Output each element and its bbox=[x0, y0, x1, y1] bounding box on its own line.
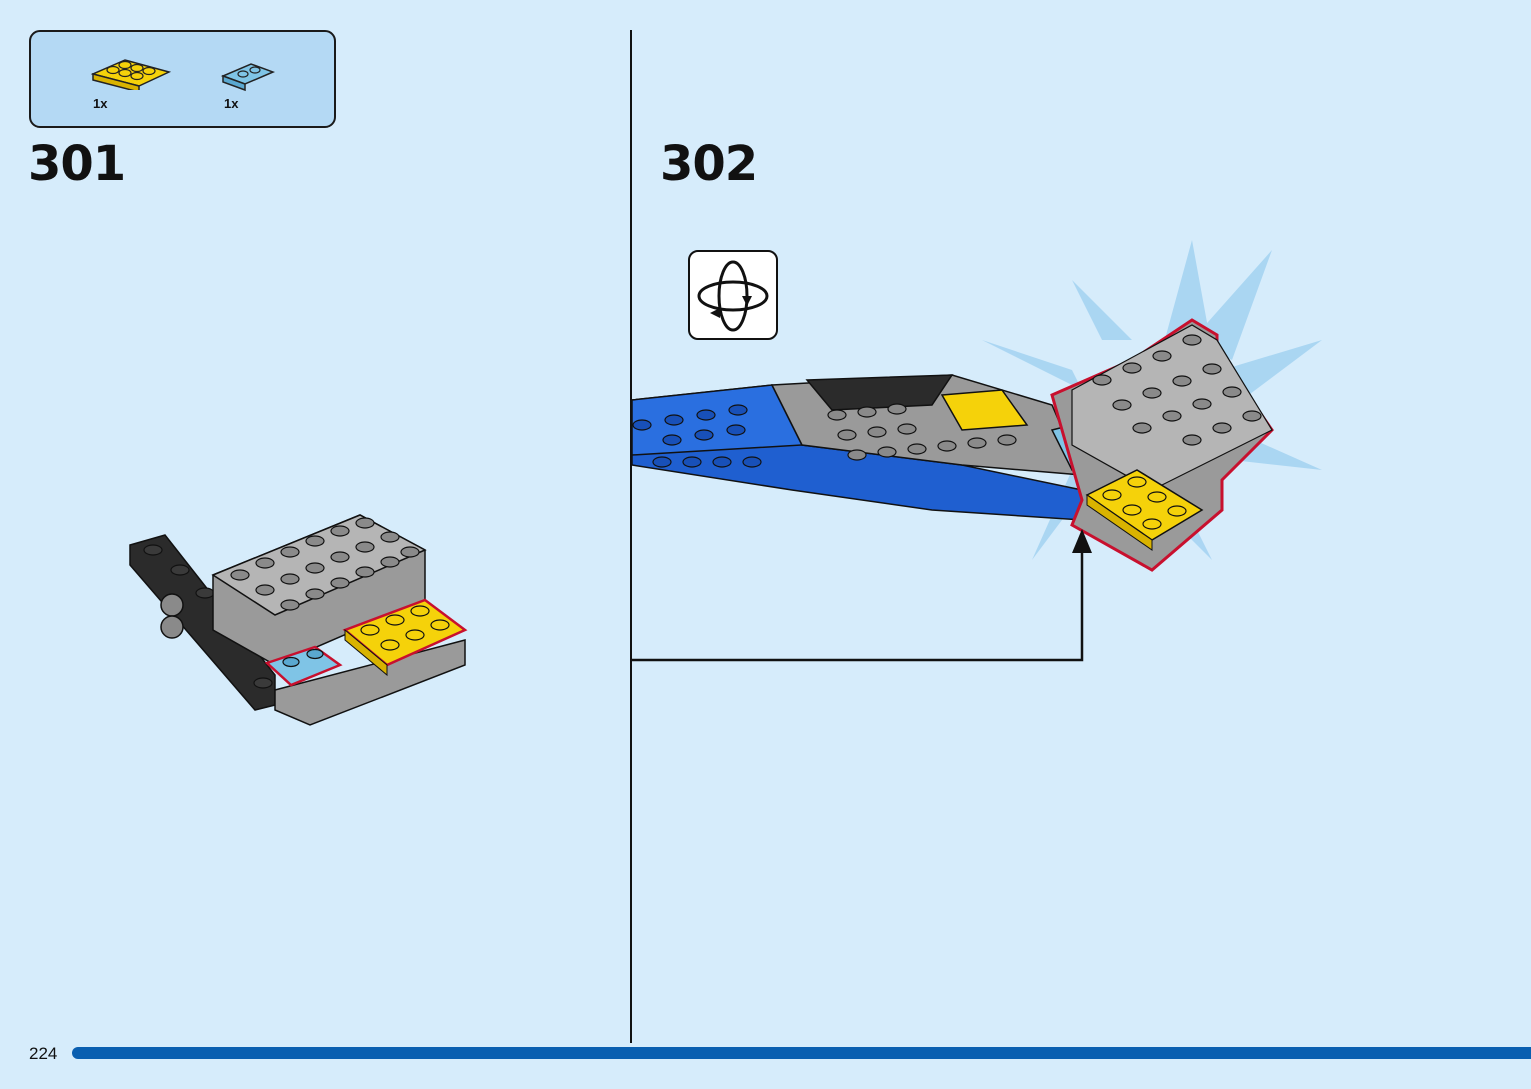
light-blue-plate-quantity: 1x bbox=[224, 96, 239, 111]
step-301-model bbox=[129, 514, 468, 726]
yellow-plate-quantity: 1x bbox=[93, 96, 108, 111]
step-302-model bbox=[632, 240, 1322, 572]
parts-callout: 1x 1x bbox=[29, 30, 336, 128]
step-number-301: 301 bbox=[28, 136, 126, 192]
step-number-302: 302 bbox=[660, 136, 758, 192]
page-progress-bar bbox=[72, 1047, 1531, 1059]
yellow-plate-icon bbox=[91, 59, 171, 90]
step-divider bbox=[630, 30, 632, 1043]
rotate-model-icon bbox=[688, 250, 778, 340]
page-number: 224 bbox=[29, 1044, 58, 1063]
light-blue-plate-icon bbox=[221, 63, 276, 92]
arrow-up-icon bbox=[630, 529, 1092, 662]
